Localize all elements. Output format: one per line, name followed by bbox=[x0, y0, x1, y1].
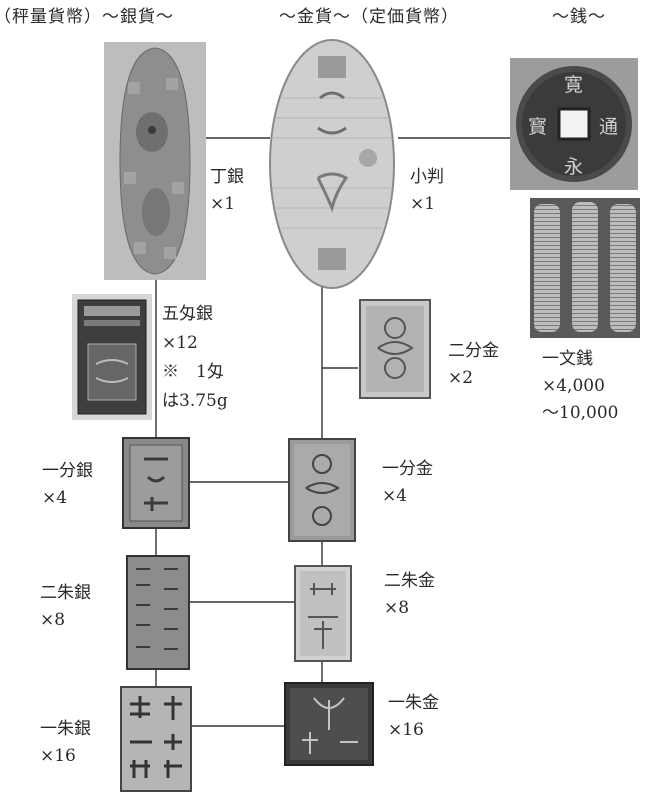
ichibu-gin-label: 一分銀 ×4 bbox=[42, 458, 93, 512]
nishu-kin-photo bbox=[294, 565, 352, 662]
koban-photo bbox=[268, 38, 396, 290]
chogin-label: 丁銀 ×1 bbox=[210, 164, 244, 218]
kanei-char-top: 寛 bbox=[564, 70, 583, 97]
koban-label: 小判 ×1 bbox=[410, 164, 444, 218]
gomonme-gin-count: ×12 bbox=[162, 329, 228, 358]
koban-count: ×1 bbox=[410, 191, 444, 218]
nishu-gin-label: 二朱銀 ×8 bbox=[40, 580, 91, 634]
kanei-char-right: 通 bbox=[599, 112, 618, 139]
isshu-gin-label: 一朱銀 ×16 bbox=[40, 716, 91, 770]
koban-name: 小判 bbox=[410, 164, 444, 191]
isshu-kin-photo bbox=[284, 682, 374, 766]
isshu-kin-count: ×16 bbox=[388, 717, 439, 744]
chogin-count: ×1 bbox=[210, 191, 244, 218]
ichimon-name: 一文銭 bbox=[542, 346, 618, 373]
ichimon-count: ×4,000 bbox=[542, 373, 618, 400]
ichimon-count-range: ～10,000 bbox=[542, 400, 618, 427]
nishu-kin-name: 二朱金 bbox=[384, 568, 435, 595]
gomonme-gin-name: 五匁銀 bbox=[162, 300, 228, 329]
nishu-gin-count: ×8 bbox=[40, 607, 91, 634]
isshu-gin-count: ×16 bbox=[40, 743, 91, 770]
isshu-kin-label: 一朱金 ×16 bbox=[388, 690, 439, 744]
isshu-gin-name: 一朱銀 bbox=[40, 716, 91, 743]
ichibu-kin-label: 一分金 ×4 bbox=[382, 456, 433, 510]
ichimon-label: 一文銭 ×4,000 ～10,000 bbox=[542, 346, 618, 427]
chogin-name: 丁銀 bbox=[210, 164, 244, 191]
gomonme-gin-photo bbox=[72, 294, 152, 420]
nishu-gin-name: 二朱銀 bbox=[40, 580, 91, 607]
isshu-gin-photo bbox=[120, 686, 192, 792]
nibu-kin-photo bbox=[358, 298, 432, 400]
ichibu-gin-count: ×4 bbox=[42, 485, 93, 512]
nibu-kin-count: ×2 bbox=[448, 365, 499, 392]
ichibu-kin-count: ×4 bbox=[382, 483, 433, 510]
nishu-gin-photo bbox=[126, 555, 190, 670]
nishu-kin-label: 二朱金 ×8 bbox=[384, 568, 435, 622]
nishu-kin-count: ×8 bbox=[384, 595, 435, 622]
chogin-photo bbox=[104, 42, 206, 280]
ichibu-gin-name: 一分銀 bbox=[42, 458, 93, 485]
ichibu-kin-photo bbox=[288, 438, 356, 542]
gomonme-gin-note: ※ 1匁 bbox=[162, 358, 228, 387]
kanei-char-bottom: 永 bbox=[564, 152, 583, 179]
kanei-char-left: 寳 bbox=[528, 112, 547, 139]
ichibu-kin-name: 一分金 bbox=[382, 456, 433, 483]
gomonme-gin-note-weight: は3.75g bbox=[162, 387, 228, 416]
isshu-kin-name: 一朱金 bbox=[388, 690, 439, 717]
nibu-kin-name: 二分金 bbox=[448, 338, 499, 365]
ichimon-stack-photo bbox=[530, 198, 640, 338]
kanei-tsuho-photo: 寛 通 永 寳 bbox=[510, 58, 638, 190]
ichibu-gin-photo bbox=[122, 437, 190, 529]
gomonme-gin-label: 五匁銀 ×12 ※ 1匁 は3.75g bbox=[162, 300, 228, 416]
nibu-kin-label: 二分金 ×2 bbox=[448, 338, 499, 392]
